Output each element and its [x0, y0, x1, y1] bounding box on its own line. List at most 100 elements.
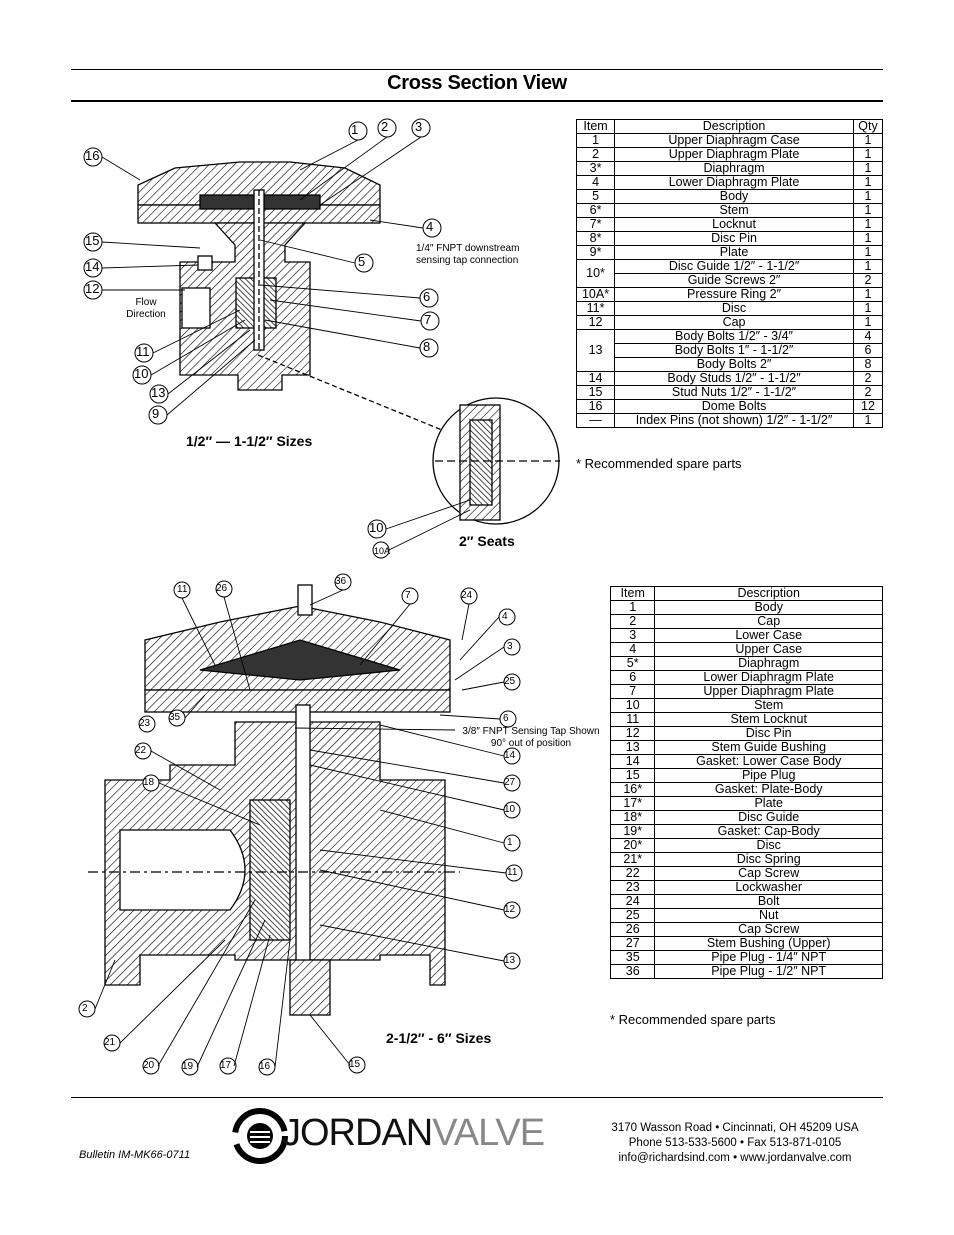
large-callout-10: 10 [504, 804, 516, 815]
title-underline [71, 100, 883, 102]
description-cell: Upper Diaphragm Case [614, 133, 854, 148]
table-row: Guide Screws 2″2 [577, 273, 884, 288]
item-cell: 1 [575, 133, 616, 148]
caption-large-sizes: 2-1/2″ - 6″ Sizes [386, 1030, 492, 1046]
description-cell: Pipe Plug - 1/4″ NPT [654, 950, 883, 965]
description-cell: Disc Guide [654, 810, 883, 825]
description-cell: Body Bolts 2″ [614, 357, 854, 372]
table-row: 19*Gasket: Cap-Body [609, 824, 883, 839]
item-cell: 5 [575, 189, 616, 204]
description-cell: Disc Pin [614, 231, 854, 246]
item-cell: 16* [609, 782, 656, 797]
large-callout-20: 20 [143, 1060, 155, 1071]
table-row: 21*Disc Spring [609, 852, 883, 867]
item-cell: 6* [575, 203, 616, 218]
item-cell: 6 [609, 670, 656, 685]
large-callout-13: 13 [504, 955, 516, 966]
item-cell: 3* [575, 161, 616, 176]
qty-cell: 8 [852, 357, 884, 372]
item-cell: 11 [609, 712, 656, 727]
description-cell: Upper Diaphragm Plate [654, 684, 883, 699]
description-cell: Lower Case [654, 628, 883, 643]
item-cell: 12 [609, 726, 656, 741]
logo-wordmark: JORDANVALVE [282, 1112, 545, 1155]
callout-4: 4 [426, 219, 434, 234]
item-cell: 1 [609, 600, 656, 615]
description-cell: Nut [654, 908, 883, 923]
callout-11: 11 [136, 344, 150, 359]
description-cell: Stem [614, 203, 854, 218]
item-cell: 10 [609, 698, 656, 713]
description-cell: Bolt [654, 894, 883, 909]
item-cell: 35 [609, 950, 656, 965]
item-cell: 22 [609, 866, 656, 881]
item-cell: 7 [609, 684, 656, 699]
tap-note-small: 1/4″ FNPT downstream sensing tap connect… [416, 243, 520, 266]
table-row: 17*Plate [609, 796, 883, 811]
table-row: Body Bolts 1″ - 1-1/2″6 [577, 343, 884, 358]
description-cell: Plate [654, 796, 883, 811]
description-cell: Stem Guide Bushing [654, 740, 883, 755]
callout-2: 2 [381, 119, 389, 134]
description-cell: Stem Bushing (Upper) [654, 936, 883, 951]
description-cell: Plate [614, 245, 854, 260]
page-title: Cross Section View [387, 72, 567, 94]
caption-2in-seats: 2″ Seats [459, 533, 515, 549]
item-cell: 13 [609, 740, 656, 755]
description-cell: Locknut [614, 217, 854, 232]
leaders-small [101, 136, 471, 551]
callout-16: 16 [85, 148, 100, 163]
description-cell: Pressure Ring 2″ [614, 287, 854, 302]
large-callout-1: 1 [507, 837, 513, 848]
item-cell: 20* [609, 838, 656, 853]
item-cell: 26 [609, 922, 656, 937]
item-cell: 19* [609, 824, 656, 839]
item-cell: 7* [575, 217, 616, 232]
qty-cell: 1 [852, 203, 884, 218]
large-valve-drawing [88, 584, 460, 1016]
qty-cell: 4 [852, 329, 884, 344]
callout-1: 1 [351, 122, 359, 137]
qty-cell: 1 [852, 217, 884, 232]
table-row: —Index Pins (not shown) 1/2″ - 1-1/2″1 [575, 413, 884, 428]
footer-address: 3170 Wasson Road • Cincinnati, OH 45209 … [611, 1122, 859, 1134]
qty-cell: 1 [852, 301, 884, 316]
description-cell: Upper Diaphragm Plate [614, 147, 854, 162]
description-cell: Body Studs 1/2″ - 1-1/2″ [614, 371, 854, 386]
item-cell: 18* [609, 810, 656, 825]
description-cell: Diaphragm [654, 656, 883, 671]
logo-light-text: VALVE [432, 1112, 545, 1154]
callout-13: 13 [151, 385, 166, 400]
description-cell: Guide Screws 2″ [614, 273, 854, 288]
footer-contact: 3170 Wasson Road • Cincinnati, OH 45209 … [590, 1121, 880, 1166]
item-cell: 11* [575, 301, 616, 316]
item-cell: 12 [575, 315, 616, 330]
item-cell: 27 [609, 936, 656, 951]
callout-10: 10 [134, 366, 149, 381]
description-cell: Stem Locknut [654, 712, 883, 727]
qty-cell: 1 [852, 413, 884, 428]
large-callout-6: 6 [503, 713, 509, 724]
leaders-large [94, 589, 507, 1068]
callout-8: 8 [423, 339, 431, 354]
detail-callout-10: 10 [369, 520, 384, 535]
description-cell: Lower Diaphragm Plate [654, 670, 883, 685]
qty-cell: 6 [852, 343, 884, 358]
large-callout-12: 12 [504, 904, 516, 915]
description-cell: Cap Screw [654, 922, 883, 937]
item-cell: 9* [575, 245, 616, 260]
description-cell: Cap Screw [654, 866, 883, 881]
description-cell: Stem [654, 698, 883, 713]
item-cell: 25 [609, 908, 656, 923]
item-cell: 4 [609, 642, 656, 657]
description-cell: Dome Bolts [614, 399, 854, 414]
callout-14: 14 [85, 259, 100, 274]
